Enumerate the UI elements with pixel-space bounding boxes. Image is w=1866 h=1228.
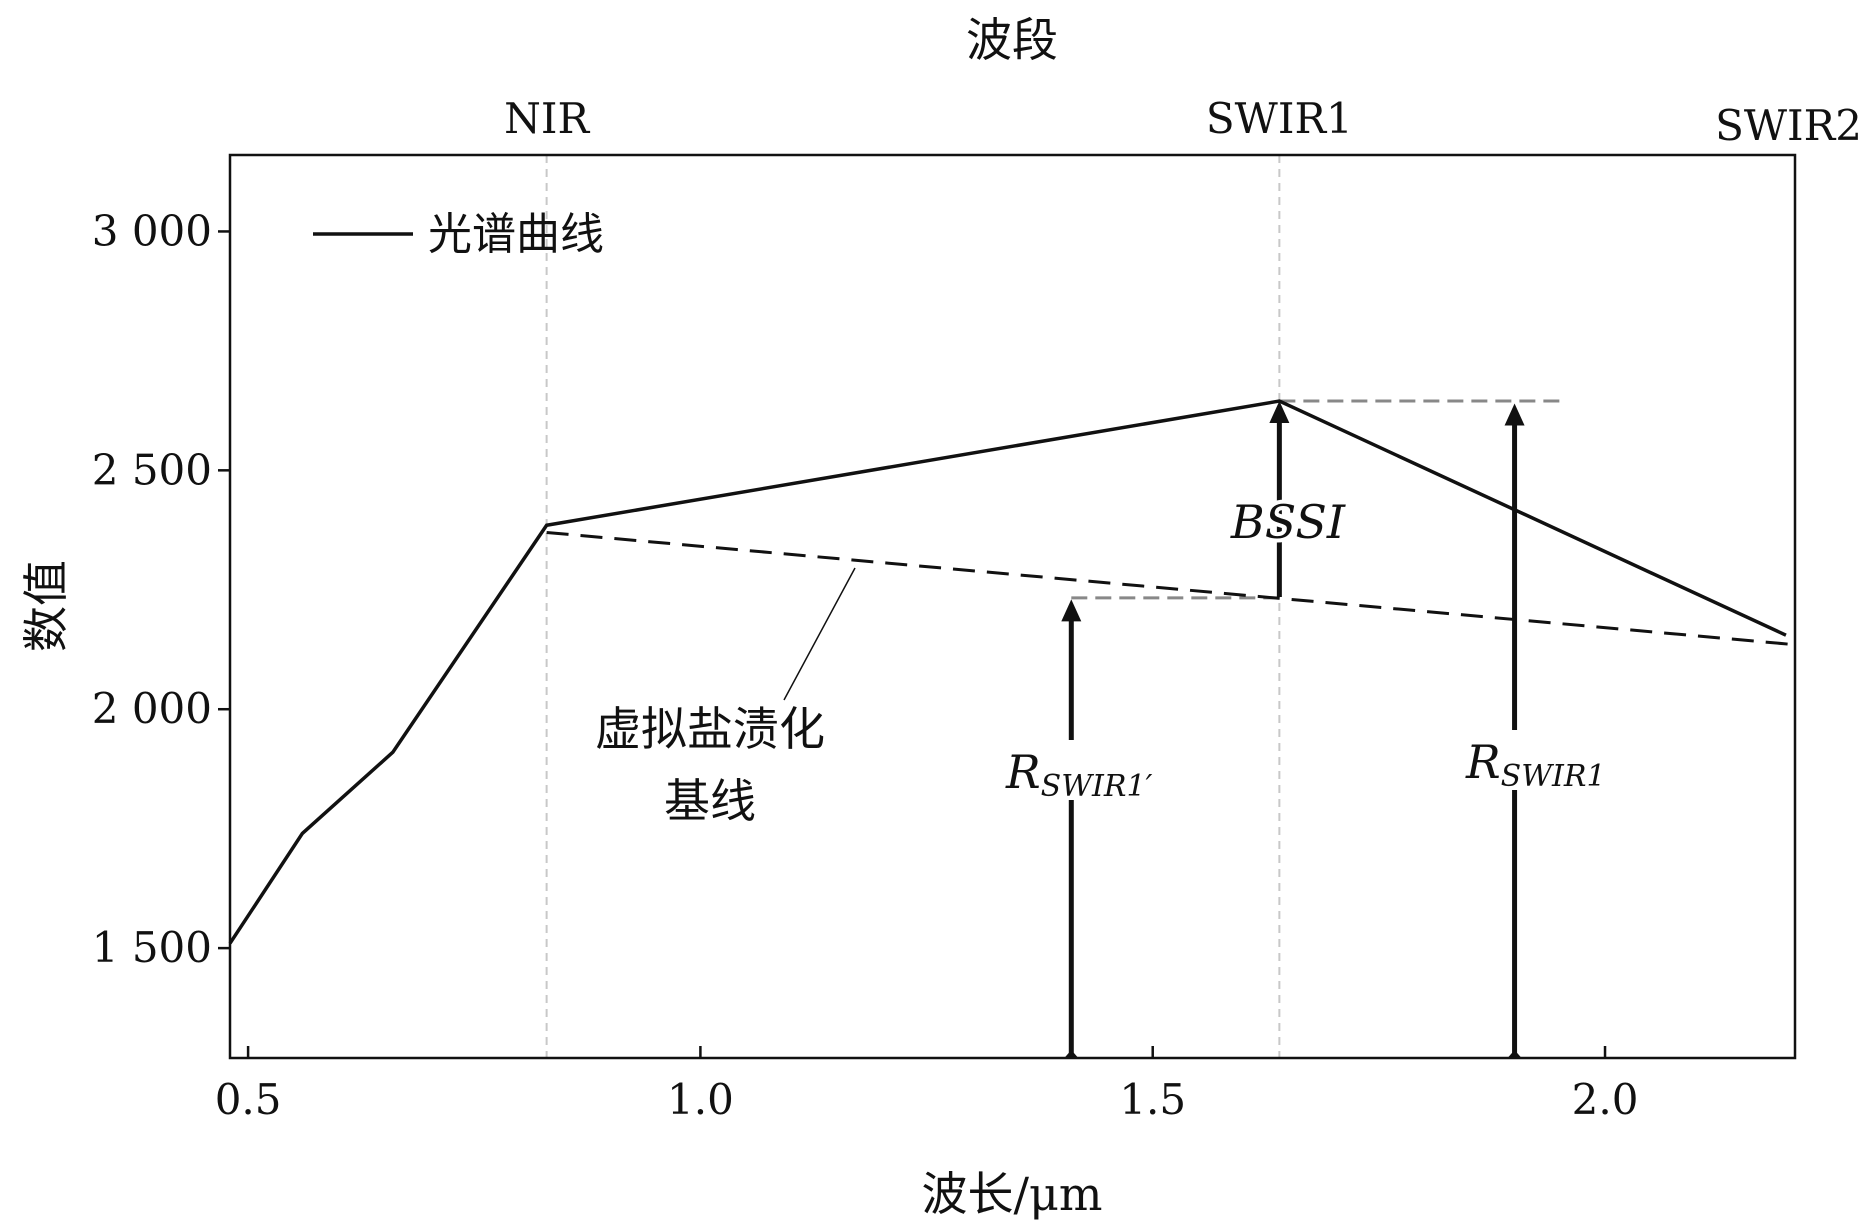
baseline-label-line-2: 基线	[664, 774, 756, 828]
r-swir1-prime-suffix: ′	[1146, 769, 1153, 804]
legend: 光谱曲线	[313, 209, 604, 260]
x-tick-label: 2.0	[1572, 1075, 1639, 1124]
chart-title: 波段	[966, 13, 1058, 67]
baseline-annotation: 虚拟盐渍化 基线	[595, 567, 856, 828]
r-swir1-symbol: R	[1465, 735, 1501, 789]
r-swir1-label: RSWIR1	[1460, 730, 1606, 794]
series-line	[228, 399, 1787, 945]
y-axis-title: 数值	[19, 560, 73, 652]
r-swir1-prime-label: RSWIR1′	[1000, 740, 1153, 804]
r-swir1-prime-symbol: R	[1005, 745, 1041, 799]
band-guide-lines	[545, 155, 1281, 1058]
baseline-leader-line	[783, 567, 856, 701]
x-tick-label: 0.5	[215, 1075, 282, 1124]
r-swir1-prime-label-bg	[1000, 740, 1152, 800]
r-swir1-arrow-foot	[1507, 1050, 1522, 1058]
band-labels: NIR SWIR1 SWIR2	[504, 94, 1862, 150]
r-swir1-prime-arrow-head	[1061, 599, 1082, 622]
r-swir1-prime-subscript: SWIR1	[1041, 769, 1146, 804]
legend-label: 光谱曲线	[428, 209, 604, 260]
x-axis-ticks: 0.5 1.0 1.5 2.0	[215, 1046, 1639, 1124]
r-swir1-text: RSWIR1	[1465, 735, 1606, 794]
bssi-arrow-head	[1269, 401, 1290, 424]
band-label: NIR	[504, 94, 590, 143]
y-tick-label: 2 500	[92, 445, 212, 494]
y-tick-label: 2 000	[92, 684, 212, 733]
x-tick-label: 1.5	[1119, 1075, 1186, 1124]
band-label: SWIR2	[1715, 101, 1862, 150]
series-layer	[228, 399, 1796, 945]
level-lines	[1071, 399, 1560, 600]
y-axis-ticks: 1 500 2 000 2 500 3 000	[92, 206, 230, 972]
bssi-label: BSSI	[1230, 495, 1346, 549]
baseline-label-line-1: 虚拟盐渍化	[595, 702, 825, 756]
x-axis-title: 波长/μm	[921, 1167, 1102, 1221]
band-label: SWIR1	[1206, 94, 1353, 143]
baseline-line	[546, 530, 1796, 647]
plot-frame	[228, 153, 1797, 1060]
r-swir1-label-bg	[1460, 730, 1598, 790]
r-swir1-prime-text: RSWIR1′	[1005, 745, 1153, 804]
y-tick-label: 1 500	[92, 923, 212, 972]
x-tick-label: 1.0	[667, 1075, 734, 1124]
r-swir1-subscript: SWIR1	[1501, 759, 1606, 794]
r-swir1-prime-arrow-foot	[1064, 1050, 1079, 1058]
y-tick-label: 3 000	[92, 206, 212, 255]
r-swir1-arrow-head	[1504, 403, 1525, 426]
